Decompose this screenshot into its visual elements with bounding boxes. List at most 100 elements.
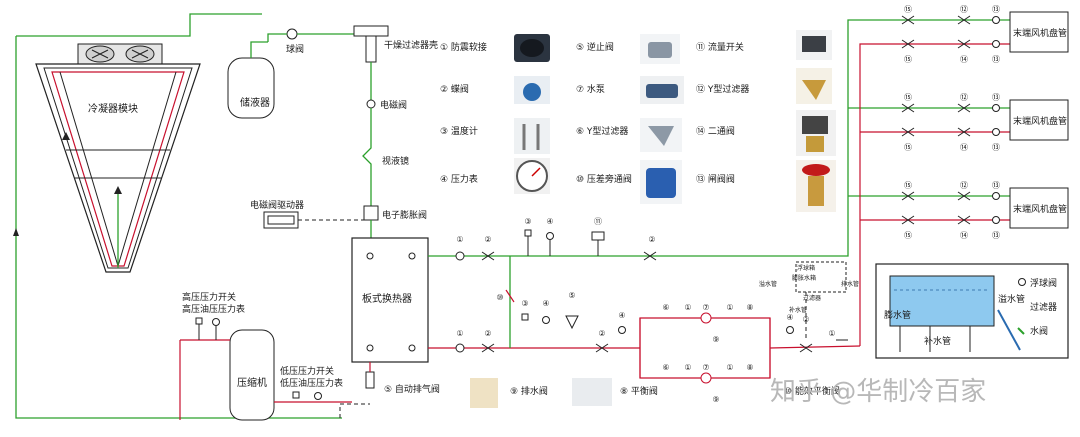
svg-text:①: ① — [684, 303, 691, 312]
drain-label: 排水管 — [841, 280, 859, 288]
legend-item: ⑪ 流量开关 — [696, 41, 744, 53]
condenser-frame — [35, 63, 201, 273]
condenser-module: 冷凝器模块 — [35, 43, 201, 273]
extra-valve-label: ⑩ 能效平衡阀 — [784, 385, 840, 397]
dryer-filter-icon — [353, 25, 389, 37]
legend-item: ⑦ 水泵 — [576, 83, 605, 95]
svg-text:⑬: ⑬ — [992, 93, 1000, 102]
svg-text:⑭: ⑭ — [960, 231, 968, 240]
tank-vertical-label: 膨水管 — [884, 309, 911, 321]
float-valve-label: 浮球阀 — [1030, 277, 1057, 289]
sight-glass-label: 视液镜 — [382, 155, 409, 167]
air-vent-label: ⑤ 自动排气阀 — [384, 383, 440, 395]
drain-valve-photo — [470, 378, 498, 408]
svg-text:⑬: ⑬ — [992, 5, 1000, 14]
svg-text:⑤: ⑤ — [568, 291, 575, 300]
valve-label: 水阀 — [1030, 325, 1048, 337]
ball-valve-icon — [286, 28, 298, 40]
svg-text:⑦: ⑦ — [702, 303, 709, 312]
legend-item: ⑫ Y型过滤器 — [696, 83, 749, 95]
lp-switch-icon — [292, 391, 300, 399]
tank-detail: 膨水管 补水管 溢水管 浮球阀 过滤器 水阀 — [875, 263, 1069, 359]
fcu-branch-3: ⑮ ⑫ ⑬ ⑮ ⑭ ⑬ 末端风机盘管 — [901, 181, 1069, 240]
svg-text:⑮: ⑮ — [904, 55, 912, 64]
svg-text:⑫: ⑫ — [960, 5, 968, 14]
svg-text:③: ③ — [521, 299, 528, 308]
svg-text:⑮: ⑮ — [904, 5, 912, 14]
fcu-label: 末端风机盘管 — [1013, 115, 1067, 127]
receiver-label: 储液器 — [240, 96, 270, 109]
svg-text:⑧: ⑧ — [746, 303, 753, 312]
hp-gauge-icon — [212, 318, 220, 326]
overflow-label: 溢水管 — [759, 280, 777, 288]
legend-item: ④ 压力表 — [440, 173, 478, 185]
dryer-label: 干燥过滤器壳 — [384, 39, 438, 51]
svg-text:⑬: ⑬ — [992, 181, 1000, 190]
legend-item: ① 防震软接 — [440, 41, 487, 53]
compressor: 压缩机 — [229, 329, 275, 421]
compressor-label: 压缩机 — [237, 376, 267, 389]
drain-valve-label: ⑨ 排水阀 — [510, 385, 548, 397]
legend-item: ⑥ Y型过滤器 — [576, 125, 628, 137]
makeup-label: 补水管 — [789, 306, 807, 314]
fcu-label: 末端风机盘管 — [1013, 27, 1067, 39]
svg-text:⑨: ⑨ — [712, 335, 719, 344]
legend-panel: ① 防震软接 ② 蝶阀 ③ 温度计 ④ 压力表 ⑤ 逆止阀 ⑦ 水泵 ⑥ Y型过… — [440, 30, 836, 212]
tank-overflow-label: 溢水管 — [998, 293, 1025, 305]
legend-item: ⑩ 压差旁通阀 — [576, 173, 632, 185]
svg-text:⑮: ⑮ — [904, 143, 912, 152]
ball-valve-label: 球阀 — [286, 43, 304, 55]
svg-text:②: ② — [802, 315, 809, 324]
svg-text:①: ① — [456, 235, 463, 244]
svg-text:⑪: ⑪ — [594, 217, 602, 226]
svg-text:④: ④ — [542, 299, 549, 308]
legend-item: ⑤ 逆止阀 — [576, 41, 614, 53]
solenoid-label: 电磁阀 — [380, 99, 407, 111]
svg-text:⑮: ⑮ — [904, 181, 912, 190]
condenser-label: 冷凝器模块 — [88, 102, 138, 115]
svg-text:⑫: ⑫ — [960, 93, 968, 102]
svg-text:③: ③ — [524, 217, 531, 226]
svg-text:⑨: ⑨ — [712, 395, 719, 404]
svg-text:⑥: ⑥ — [662, 363, 669, 372]
svg-text:②: ② — [648, 235, 655, 244]
svg-text:②: ② — [484, 235, 491, 244]
watermark: 知乎 @华制冷百家 — [770, 377, 986, 407]
receiver: 储液器 — [227, 41, 275, 119]
svg-text:④: ④ — [618, 311, 625, 320]
svg-text:②: ② — [598, 329, 605, 338]
balance-valve-label: ⑧ 平衡阀 — [620, 385, 658, 397]
svg-text:①: ① — [684, 363, 691, 372]
balance-valve-photo — [572, 378, 612, 406]
pump-bank: ⑥ ① ⑦ ① ⑧ ⑨ ⑥ ① ⑦ ① ⑧ ⑨ — [662, 303, 753, 404]
svg-text:①: ① — [726, 303, 733, 312]
tank-top-label: 浮球箱 — [797, 264, 815, 272]
hp-switch-icon — [195, 317, 203, 325]
fcu-label: 末端风机盘管 — [1013, 203, 1067, 215]
svg-text:⑫: ⑫ — [960, 181, 968, 190]
fan-icon — [85, 45, 155, 63]
svg-text:⑭: ⑭ — [960, 143, 968, 152]
svg-text:⑮: ⑮ — [904, 93, 912, 102]
hp-gauge-label: 高压油压压力表 — [182, 303, 245, 315]
svg-text:⑬: ⑬ — [992, 231, 1000, 240]
svg-text:⑧: ⑧ — [746, 363, 753, 372]
tank-makeup-label: 补水管 — [924, 335, 951, 347]
lp-switch-label: 低压压力开关 — [280, 365, 334, 377]
lp-gauge-icon — [314, 392, 322, 400]
svg-text:①: ① — [828, 329, 835, 338]
svg-text:⑭: ⑭ — [960, 55, 968, 64]
svg-text:⑮: ⑮ — [904, 231, 912, 240]
solenoid-valve-icon — [366, 99, 376, 109]
legend-item: ⑬ 闸阀阀 — [696, 174, 735, 185]
svg-text:①: ① — [456, 329, 463, 338]
svg-text:④: ④ — [546, 217, 553, 226]
expansion-tank-small: 浮球箱 膨胀水箱 溢水管 排水管 过滤器 补水管 — [759, 261, 859, 340]
eev-driver-label: 电磁阀驱动器 — [250, 199, 304, 211]
svg-text:⑥: ⑥ — [662, 303, 669, 312]
svg-text:⑬: ⑬ — [992, 55, 1000, 64]
filter-label: 过滤器 — [1030, 301, 1057, 313]
lp-gauge-label: 低压油压压力表 — [280, 377, 343, 389]
hp-switch-label: 高压压力开关 — [182, 291, 236, 303]
